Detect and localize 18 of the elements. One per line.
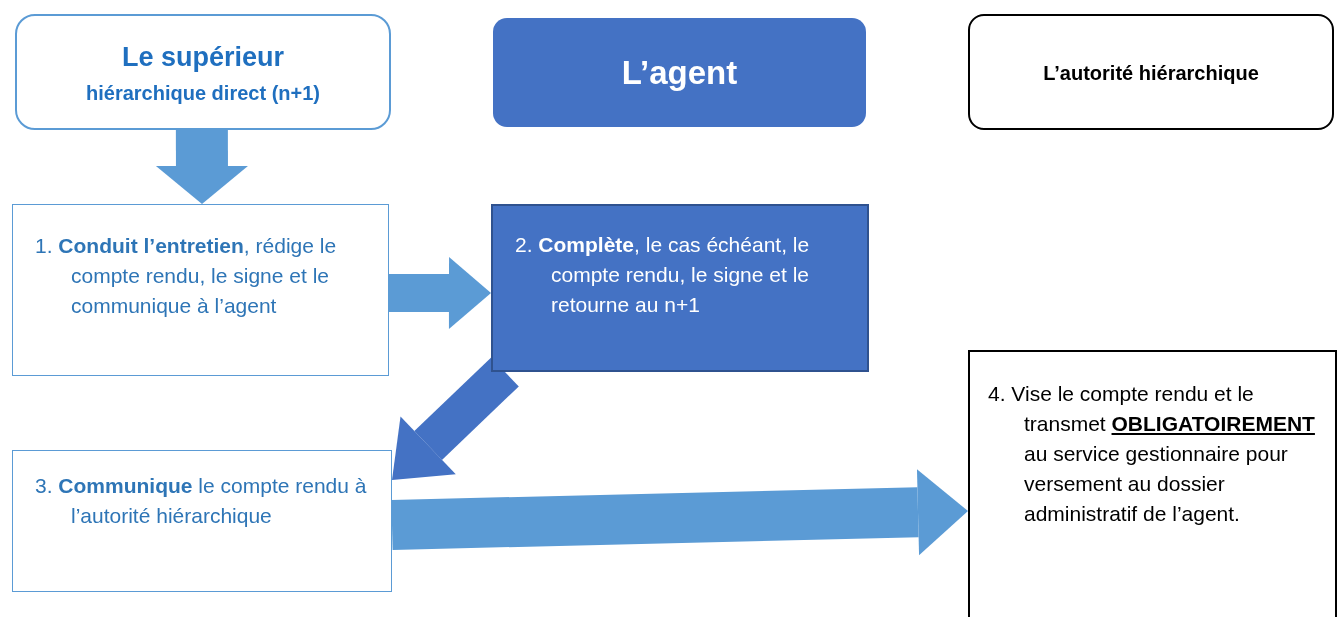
box-title: L’autorité hiérarchique (1042, 62, 1260, 85)
step-text: 1. Conduit l’entretien, rédige le compte rendu, le signe et le communique à l’agent (35, 233, 338, 319)
step-text: 3. Communique le compte rendu à l’autorité hiérarchique (35, 473, 368, 529)
step-text: 2. Complète, le cas échéant, le compte rendu, le signe et le retourne au n+1 (515, 232, 811, 318)
role-box (968, 14, 1334, 130)
box-title: hiérarchique direct (n+1) (85, 82, 321, 105)
box-title: Le supérieur (120, 42, 286, 73)
step-text: 4. Vise le compte rendu et le transmet OBLIGATOIREMENT au service gestionnaire pour versement au dossier administratif de l’agent. (988, 381, 1316, 527)
step-box (12, 450, 392, 592)
role-box (15, 14, 391, 130)
step-box (491, 204, 869, 372)
role-box (493, 18, 866, 127)
box-title: L’agent (620, 54, 739, 92)
block-arrow (388, 257, 491, 329)
step-box (968, 350, 1337, 617)
block-arrow (155, 129, 248, 204)
block-arrow (391, 469, 968, 556)
step-box (12, 204, 389, 376)
